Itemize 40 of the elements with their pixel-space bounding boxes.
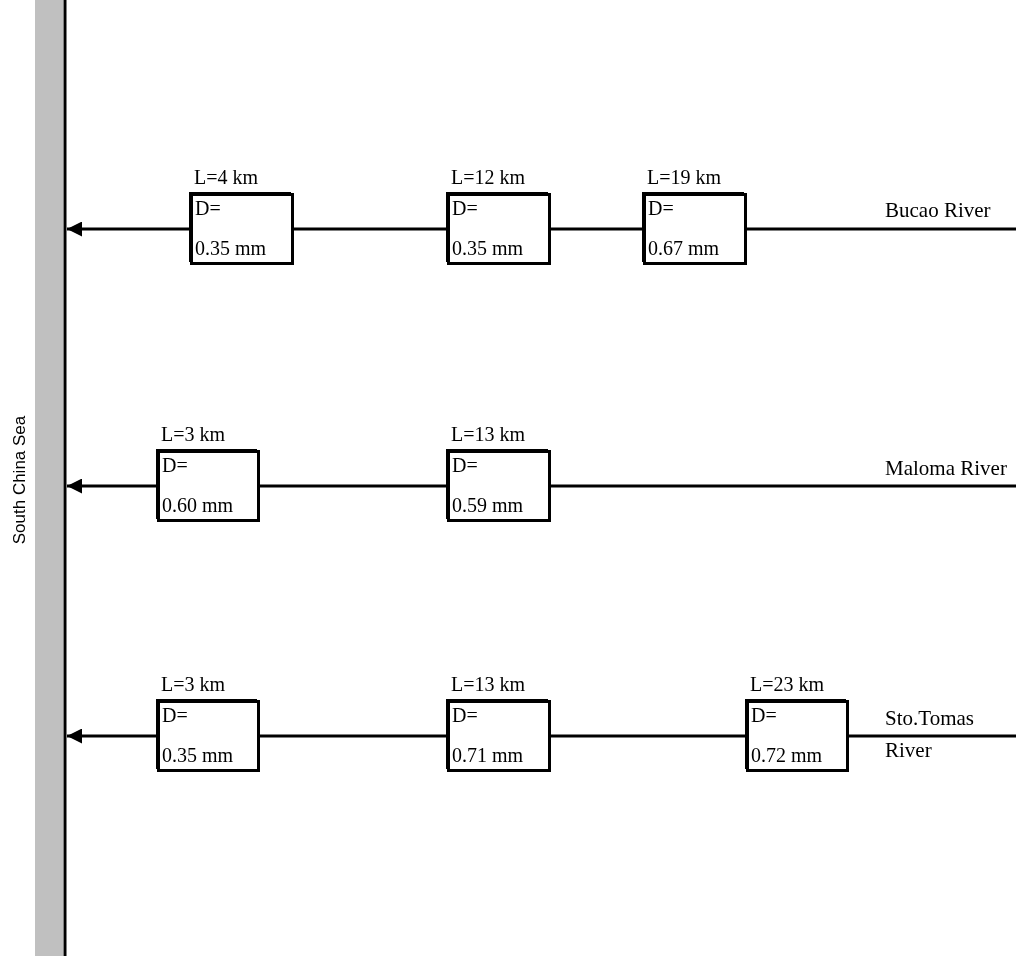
diameter-label: D= [452,198,478,218]
diameter-value: 0.59 mm [452,495,524,515]
distance-label: L=3 km [161,674,226,694]
distance-label: L=13 km [451,424,526,444]
sample-box [447,193,551,265]
diameter-label: D= [452,455,478,475]
diameter-label: D= [195,198,221,218]
distance-label: L=19 km [647,167,722,187]
sample-box [157,450,260,522]
sample-box [643,193,747,265]
sample-box [447,450,551,522]
diameter-label: D= [751,705,777,725]
diameter-value: 0.35 mm [452,238,524,258]
distance-label: L=23 km [750,674,825,694]
river-arrow [67,221,190,237]
diameter-value: 0.35 mm [162,745,234,765]
sample-box [190,193,294,265]
diameter-value: 0.71 mm [452,745,524,765]
distance-label: L=4 km [194,167,259,187]
sample-box [746,700,849,772]
river-arrow [67,478,157,494]
distance-label: L=3 km [161,424,226,444]
diameter-label: D= [452,705,478,725]
river-label: Sto.Tomas River [885,705,975,764]
river-arrow [67,728,157,744]
diameter-label: D= [648,198,674,218]
diameter-value: 0.72 mm [751,745,823,765]
distance-label: L=13 km [451,674,526,694]
river-label: Bucao River [885,197,992,224]
sea-band [35,0,63,956]
diameter-value: 0.35 mm [195,238,267,258]
sample-box [157,700,260,772]
sample-box [447,700,551,772]
river-label: Maloma River [885,455,1008,482]
distance-label: L=12 km [451,167,526,187]
diameter-label: D= [162,705,188,725]
diameter-label: D= [162,455,188,475]
sea-label: South China Sea [9,415,30,545]
diameter-value: 0.67 mm [648,238,720,258]
diameter-value: 0.60 mm [162,495,234,515]
